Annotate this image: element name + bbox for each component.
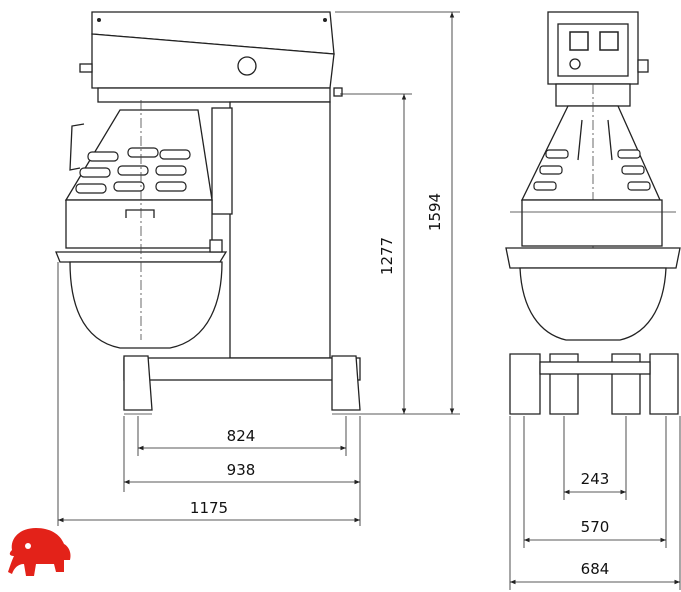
front-leg-4 <box>649 353 679 415</box>
column-bracket <box>211 107 233 215</box>
dim-243: 243 <box>581 470 610 488</box>
mixer-side-view <box>55 11 361 415</box>
screw-icon <box>97 18 101 22</box>
panel-knob-icon <box>569 58 581 70</box>
control-panel <box>557 23 629 77</box>
front-bowl-rim <box>505 247 681 269</box>
guard-handle <box>69 123 85 171</box>
dim-1277: 1277 <box>378 237 396 275</box>
dim-1175: 1175 <box>190 499 228 517</box>
front-width-dimensions: 824 938 1175 <box>57 262 361 526</box>
base-crossbar <box>123 357 361 381</box>
control-knob-icon <box>237 56 257 76</box>
control-box <box>547 11 639 85</box>
side-button <box>79 63 93 73</box>
rim-lug <box>209 239 223 253</box>
base-foot-left <box>123 355 153 411</box>
side-width-dimensions: 243 570 684 <box>509 416 681 590</box>
dim-938: 938 <box>227 461 256 479</box>
front-bowl-ring <box>521 199 663 247</box>
front-leg-1 <box>509 353 541 415</box>
side-bolt <box>333 87 343 97</box>
front-bowl <box>519 267 667 341</box>
dim-824: 824 <box>227 427 256 445</box>
bowl-ring <box>65 199 213 249</box>
red-elephant-logo <box>8 528 71 576</box>
column <box>229 101 331 359</box>
dim-1594: 1594 <box>426 193 444 231</box>
base-foot-right <box>331 355 361 411</box>
mixer-front-view <box>505 11 681 415</box>
head-lower-band <box>97 87 331 103</box>
dim-684: 684 <box>581 560 610 578</box>
ring-clip <box>125 209 155 218</box>
dim-570: 570 <box>581 518 610 536</box>
bowl <box>69 261 223 349</box>
screw-icon <box>323 18 327 22</box>
height-dimensions: 1594 1277 <box>335 11 460 415</box>
front-base-bar <box>539 361 651 375</box>
